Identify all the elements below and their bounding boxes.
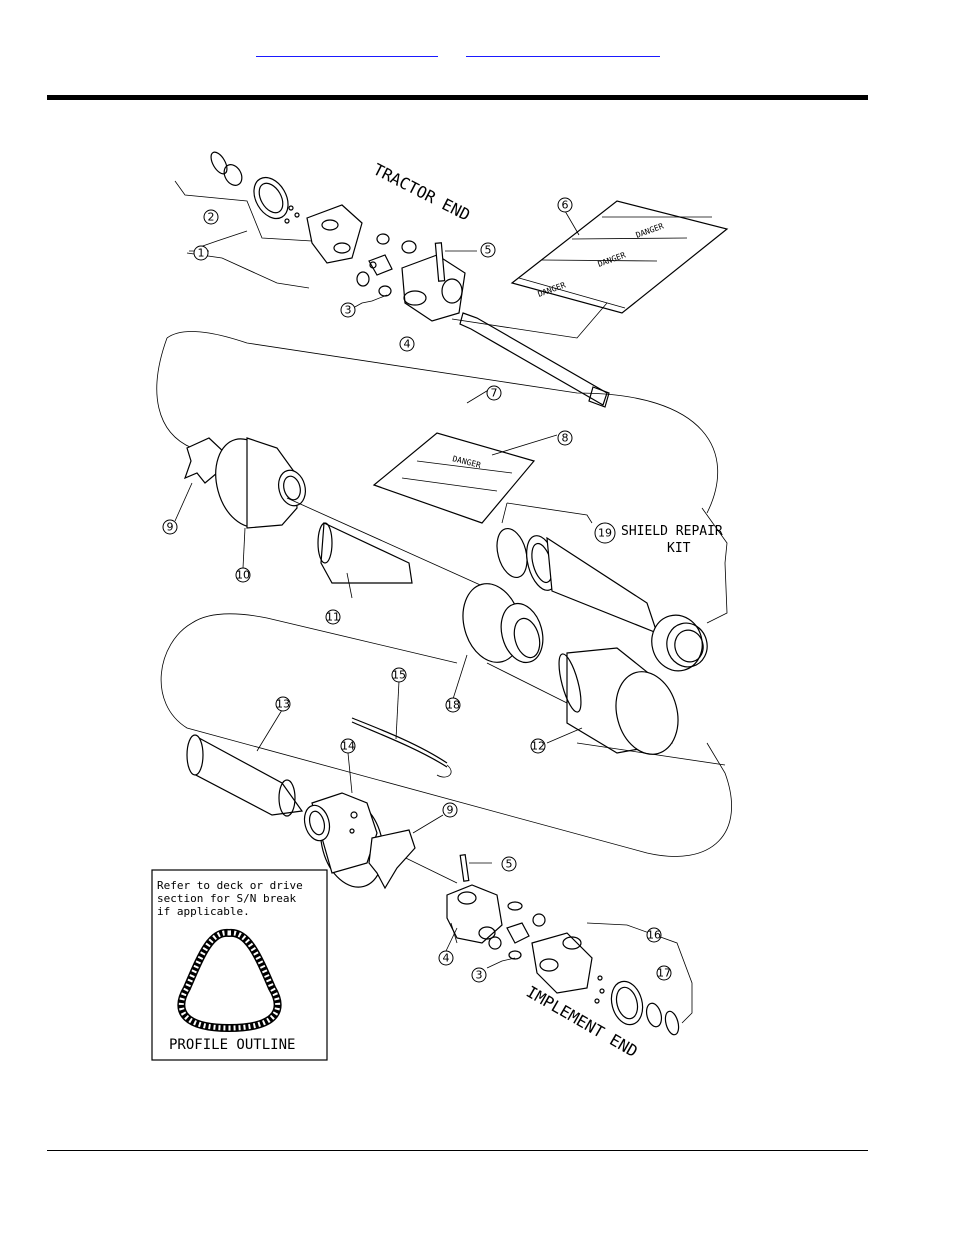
inset-note-3: if applicable. bbox=[157, 905, 250, 918]
tractor-end-label: TRACTOR END bbox=[370, 160, 473, 225]
callout-number: 15 bbox=[392, 669, 406, 682]
callout-number: 2 bbox=[208, 211, 215, 224]
callout-number: 14 bbox=[341, 740, 355, 753]
callout-6: 6 bbox=[558, 198, 579, 235]
callout-9-bottom: 9 bbox=[413, 803, 457, 833]
callout-15: 15 bbox=[392, 668, 406, 739]
callout-number: 3 bbox=[476, 969, 483, 982]
callout-number: 4 bbox=[404, 338, 411, 351]
inset-note-1: Refer to deck or drive bbox=[157, 879, 303, 892]
callout-number: 5 bbox=[506, 858, 513, 871]
exploded-parts-diagram: DANGER DANGER DANGER TRACTOR END DANGER bbox=[147, 143, 734, 1075]
callout-10: 10 bbox=[236, 528, 250, 582]
callout-number: 16 bbox=[647, 929, 661, 942]
callout-18: 18 bbox=[446, 655, 467, 712]
footer-rule bbox=[47, 1150, 868, 1151]
callout-5: 5 bbox=[481, 243, 495, 257]
callout-13: 13 bbox=[257, 697, 290, 751]
callout-number: 5 bbox=[485, 244, 492, 257]
nav-link-right[interactable] bbox=[466, 44, 660, 57]
inset-title: PROFILE OUTLINE bbox=[169, 1037, 295, 1053]
callout-4-bottom: 4 bbox=[439, 928, 457, 965]
implement-shield-group bbox=[187, 718, 457, 894]
callout-number: 18 bbox=[446, 699, 460, 712]
callout-14: 14 bbox=[341, 739, 355, 793]
callout-number: 12 bbox=[531, 740, 545, 753]
danger-decal-6: DANGER DANGER DANGER bbox=[452, 201, 727, 338]
callout-number: 17 bbox=[657, 967, 671, 980]
callout-12: 12 bbox=[531, 728, 582, 753]
danger-decal-8: DANGER bbox=[374, 433, 557, 523]
callout-number: 1 bbox=[198, 247, 205, 260]
callout-number: 19 bbox=[598, 527, 612, 540]
callout-3: 3 bbox=[341, 303, 355, 317]
callout-8: 8 bbox=[558, 431, 572, 445]
callout-number: 4 bbox=[443, 952, 450, 965]
tractor-end-yoke-group: DANGER DANGER DANGER TRACTOR END bbox=[175, 150, 727, 407]
callout-16: 16 bbox=[647, 928, 661, 942]
callout-7: 7 bbox=[487, 386, 501, 400]
shield-repair-kit-label-2: KIT bbox=[667, 541, 691, 556]
callout-number: 7 bbox=[491, 387, 498, 400]
callout-number: 11 bbox=[326, 611, 340, 624]
callout-number: 3 bbox=[345, 304, 352, 317]
callout-number: 10 bbox=[236, 569, 250, 582]
implement-end-yoke-group: IMPLEMENT END bbox=[447, 855, 692, 1061]
callout-number: 9 bbox=[167, 521, 174, 534]
callout-3-bottom: 3 bbox=[472, 968, 486, 982]
shield-repair-kit-label: SHIELD REPAIR bbox=[621, 524, 723, 539]
callout-number: 6 bbox=[562, 199, 569, 212]
callout-number: 8 bbox=[562, 432, 569, 445]
nav-link-left[interactable] bbox=[256, 44, 438, 57]
profile-outline-inset: Refer to deck or drive section for S/N b… bbox=[152, 870, 327, 1060]
callout-number: 13 bbox=[276, 698, 290, 711]
callout-17: 17 bbox=[657, 966, 671, 980]
callout-5-bottom: 5 bbox=[502, 857, 516, 871]
callout-1: 1 bbox=[189, 246, 209, 260]
inset-note-2: section for S/N break bbox=[157, 892, 296, 905]
header-rule bbox=[47, 95, 868, 100]
callout-number: 9 bbox=[447, 804, 454, 817]
callout-11: 11 bbox=[326, 610, 340, 624]
callout-9-top: 9 bbox=[163, 483, 192, 534]
callout-2: 2 bbox=[204, 210, 218, 224]
callout-4: 4 bbox=[400, 337, 414, 351]
